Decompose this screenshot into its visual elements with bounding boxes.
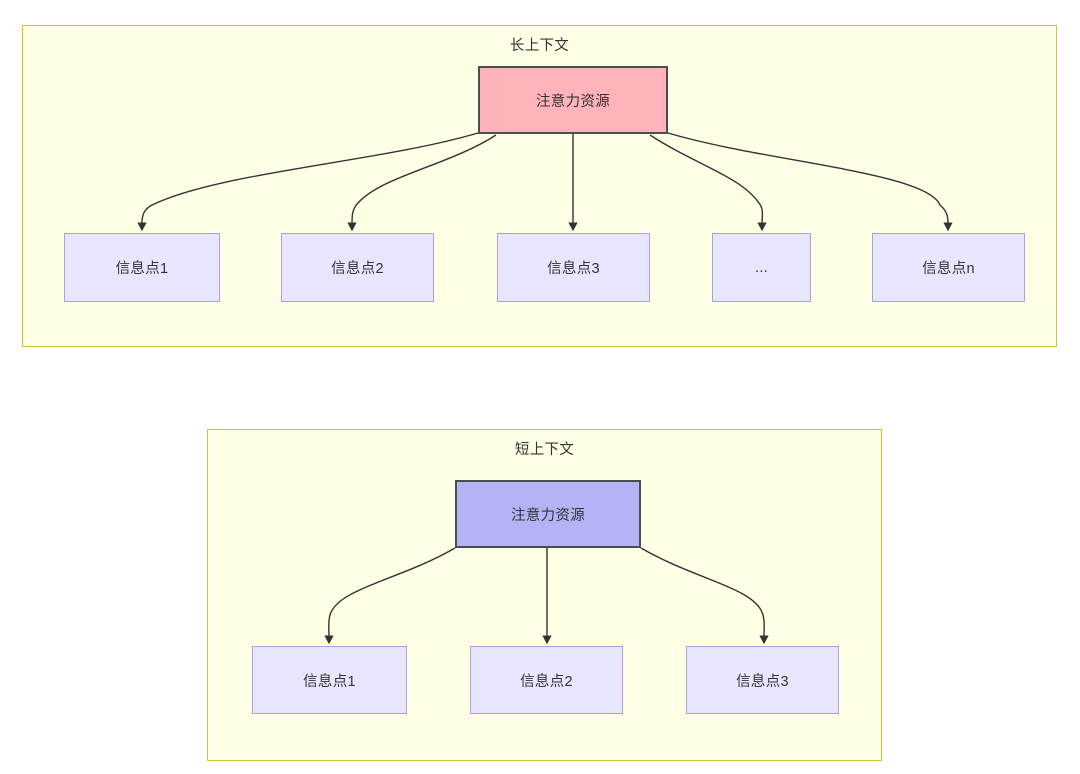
node-attention-resource-short[interactable]: 注意力资源 bbox=[455, 480, 641, 548]
node-info-point-1-long[interactable]: 信息点1 bbox=[64, 233, 220, 302]
node-info-point-3-short[interactable]: 信息点3 bbox=[686, 646, 839, 714]
node-info-point-n-long[interactable]: 信息点n bbox=[872, 233, 1025, 302]
node-info-point-2-short[interactable]: 信息点2 bbox=[470, 646, 623, 714]
node-attention-resource-long[interactable]: 注意力资源 bbox=[478, 66, 668, 134]
node-info-point-1-short[interactable]: 信息点1 bbox=[252, 646, 407, 714]
group-long-context-title: 长上下文 bbox=[509, 38, 570, 54]
node-info-point-ellipsis-long[interactable]: ... bbox=[712, 233, 811, 302]
group-short-context-title: 短上下文 bbox=[514, 442, 575, 458]
node-info-point-3-long[interactable]: 信息点3 bbox=[497, 233, 650, 302]
node-info-point-2-long[interactable]: 信息点2 bbox=[281, 233, 434, 302]
